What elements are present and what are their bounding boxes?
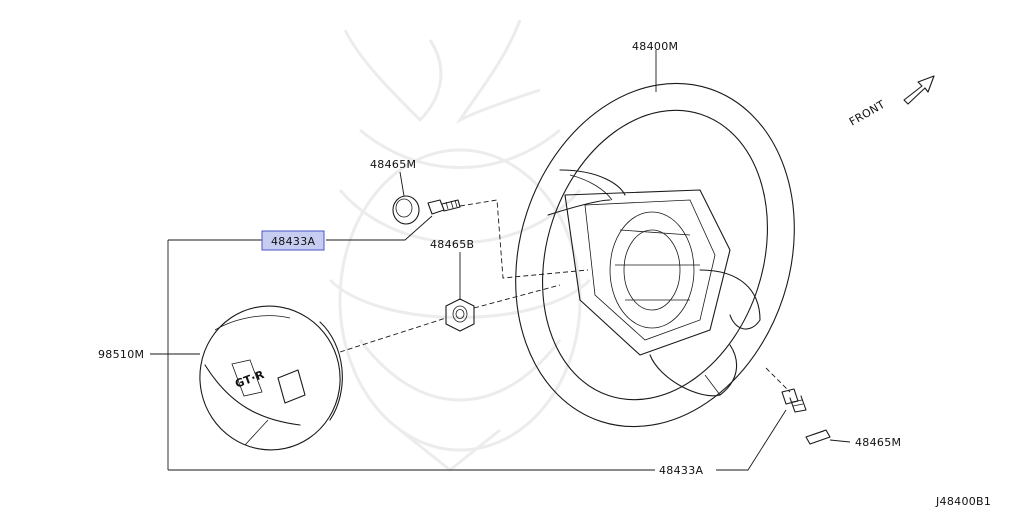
nut-part[interactable] (445, 298, 475, 332)
steering-wheel[interactable] (473, 47, 838, 463)
cap-top-part[interactable] (392, 195, 420, 225)
leader-lines (150, 50, 851, 471)
svg-text:GT·R: GT·R (233, 368, 266, 391)
label-48433a-highlight[interactable]: 48433A (271, 235, 315, 248)
bolt-top-part[interactable] (427, 199, 461, 215)
label-98510m[interactable]: 98510M (98, 348, 144, 361)
front-indicator: FRONT (847, 75, 935, 129)
bolt-bottom-part[interactable] (781, 388, 807, 413)
diagram-code: J48400B1 (935, 495, 991, 508)
highlight-box (261, 230, 325, 251)
airbag-module[interactable] (187, 293, 354, 463)
label-48465m-bottom[interactable]: 48465M (855, 436, 901, 449)
cap-bottom-part[interactable] (805, 429, 831, 445)
label-48465m-top[interactable]: 48465M (370, 158, 416, 171)
front-label: FRONT (847, 98, 887, 129)
assembly-lines (339, 199, 791, 393)
watermark-crest (328, 19, 592, 472)
arrow-up-right-icon (903, 75, 935, 105)
label-48433a-bottom[interactable]: 48433A (659, 464, 703, 477)
label-48465b[interactable]: 48465B (430, 238, 474, 251)
label-48400m[interactable]: 48400M (632, 40, 678, 53)
gtr-logo-icon: GT·R (231, 359, 266, 397)
